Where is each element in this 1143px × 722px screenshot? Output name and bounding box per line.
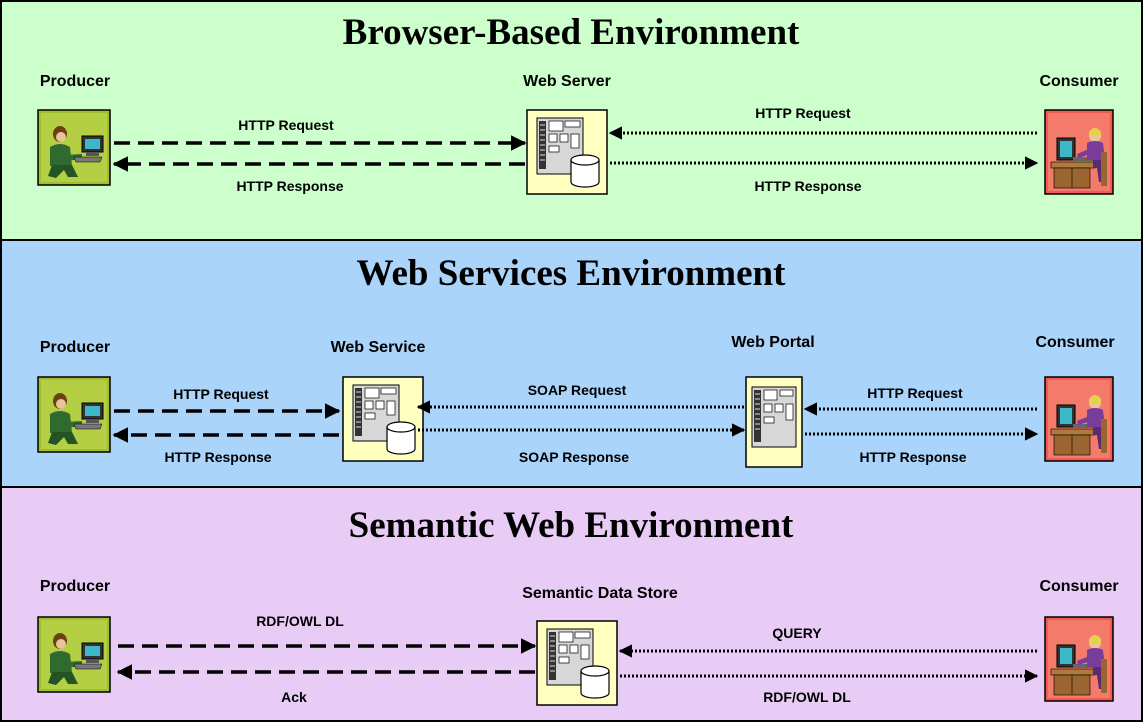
- browser-section-title: Browser-Based Environment: [343, 12, 800, 53]
- producer-workstation-icon: [37, 376, 111, 453]
- consumer-workstation-icon: [1044, 109, 1114, 195]
- webservices-left-response-label: HTTP Response: [164, 449, 271, 465]
- browser-based-section: Browser-Based Environment Producer Web S…: [0, 0, 1143, 241]
- webservices-service-label: Web Service: [331, 339, 426, 356]
- consumer-workstation-icon: [1044, 616, 1114, 702]
- semantic-section-title: Semantic Web Environment: [349, 505, 794, 546]
- browser-producer-label: Producer: [40, 73, 110, 90]
- server-database-icon: [536, 620, 618, 706]
- server-database-icon: [526, 109, 608, 195]
- webservices-right-response-label: HTTP Response: [859, 449, 966, 465]
- webservices-mid-response-label: SOAP Response: [519, 449, 629, 465]
- browser-right-request-label: HTTP Request: [755, 105, 851, 121]
- producer-workstation-icon: [37, 616, 111, 693]
- server-icon: [745, 376, 803, 468]
- webservices-section-title: Web Services Environment: [357, 253, 787, 294]
- webservices-mid-request-label: SOAP Request: [528, 382, 627, 398]
- browser-right-response-label: HTTP Response: [754, 178, 861, 194]
- webservices-right-request-label: HTTP Request: [867, 385, 963, 401]
- semantic-producer-label: Producer: [40, 578, 110, 595]
- semantic-consumer-label: Consumer: [1039, 578, 1118, 595]
- webservices-left-request-label: HTTP Request: [173, 386, 269, 402]
- browser-server-label: Web Server: [523, 73, 611, 90]
- semantic-store-label: Semantic Data Store: [522, 585, 678, 602]
- semantic-right-request-label: QUERY: [772, 625, 822, 641]
- semantic-right-response-label: RDF/OWL DL: [763, 689, 851, 705]
- semantic-left-request-label: RDF/OWL DL: [256, 613, 344, 629]
- browser-consumer-label: Consumer: [1039, 73, 1118, 90]
- webservices-consumer-label: Consumer: [1035, 334, 1114, 351]
- webservices-portal-label: Web Portal: [731, 334, 814, 351]
- browser-left-response-label: HTTP Response: [236, 178, 343, 194]
- semantic-web-section: Semantic Web Environment Producer Semant…: [0, 486, 1143, 722]
- webservices-section-background: [0, 239, 1143, 488]
- producer-workstation-icon: [37, 109, 111, 186]
- webservices-producer-label: Producer: [40, 339, 110, 356]
- web-services-section: Web Services Environment Producer Web Se…: [0, 239, 1143, 488]
- consumer-workstation-icon: [1044, 376, 1114, 462]
- browser-left-request-label: HTTP Request: [238, 117, 334, 133]
- semantic-left-response-label: Ack: [281, 689, 307, 705]
- server-database-icon: [342, 376, 424, 462]
